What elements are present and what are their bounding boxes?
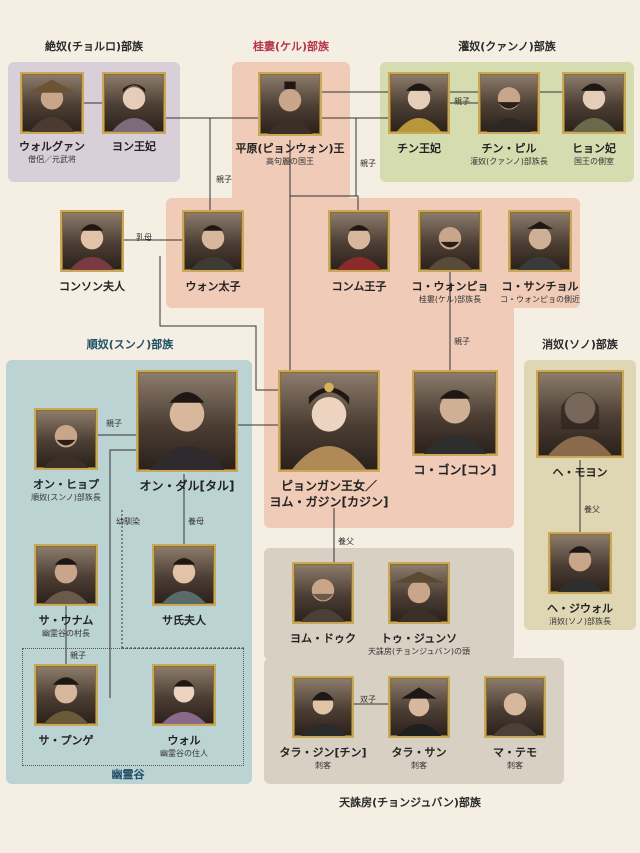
sub-pyeongwon: 高句麗の国王: [266, 157, 314, 166]
portrait-sa-buin: [152, 544, 216, 606]
sub-wol: 幽霊谷の住人: [160, 749, 208, 758]
portrait-sa-unam: [34, 544, 98, 606]
name-ma-temo: マ・テモ: [493, 746, 537, 759]
portrait-pyeongwon: [258, 72, 322, 136]
portrait-gongson: [60, 210, 124, 272]
relation-label: 養父: [338, 537, 354, 546]
name-go-geon: コ・ゴン[コン]: [413, 463, 497, 477]
sub-wolgwan: 僧侶／元武将: [28, 155, 76, 164]
name-he-jiwol: ヘ・ジウォル: [547, 602, 613, 615]
portrait-he-moyeon: [536, 370, 624, 458]
sub-go-wonpyo: 桂婁(ケル)部族長: [418, 295, 482, 304]
sub-ma-temo: 刺客: [507, 761, 523, 770]
yuryeonggok-title: 幽霊谷: [98, 766, 158, 782]
portrait-geonmu: [328, 210, 390, 272]
portrait-on-dal: [136, 370, 238, 472]
name-pyeonggang-2: ヨム・ガジン[カジン]: [269, 495, 389, 509]
portrait-jin-pil: [478, 72, 540, 134]
relation-label: 養父: [584, 505, 600, 514]
sunno-clan-title: 順奴(スンノ)部族: [86, 338, 174, 351]
portrait-go-wonpyo: [418, 210, 482, 272]
sub-tu-jungseo: 天誅房(チョンジュバン)の頭: [367, 647, 471, 656]
name-tara-jin: タラ・ジン[チン]: [279, 746, 367, 759]
portrait-go-sancheol: [508, 210, 572, 272]
name-yeom-deuk: ヨム・ドゥク: [290, 632, 356, 645]
name-pyeonggang-1: ピョンガン王女／: [280, 479, 378, 493]
sub-he-jiwol: 消奴(ソノ)部族長: [548, 617, 612, 626]
relation-label: 親子: [360, 159, 376, 168]
relation-label: 親子: [216, 175, 232, 184]
portrait-tara-jin: [292, 676, 354, 738]
name-go-sancheol: コ・サンチョル: [501, 280, 579, 293]
gwanno-clan-title: 灌奴(クァンノ)部族: [458, 40, 556, 53]
relation-label: 養母: [188, 517, 204, 526]
sub-hyeon: 国王の側室: [574, 157, 614, 166]
relation-label: 双子: [360, 695, 376, 704]
portrait-jin-consort: [388, 72, 450, 134]
relation-label: 親子: [454, 337, 470, 346]
portrait-tara-san: [388, 676, 450, 738]
sono-clan-title: 消奴(ソノ)部族: [542, 338, 618, 351]
name-jin-pil: チン・ピル: [481, 142, 537, 155]
relation-label: 親子: [454, 97, 470, 106]
relation-label: 幼馴染: [116, 517, 140, 526]
name-on-hyeop: オン・ヒョプ: [33, 478, 99, 491]
name-sa-punge: サ・プンゲ: [38, 734, 94, 747]
name-wol: ウォル: [167, 734, 201, 747]
sub-go-sancheol: コ・ウォンピョの側近: [500, 295, 580, 304]
portrait-yeom-deuk: [292, 562, 354, 624]
portrait-ma-temo: [484, 676, 546, 738]
relation-label: 乳母: [136, 233, 152, 242]
portrait-sa-punge: [34, 664, 98, 726]
sub-on-hyeop: 順奴(スンノ)部族長: [31, 493, 101, 502]
sub-sa-unam: 幽霊谷の村長: [42, 629, 90, 638]
relation-label: 親子: [70, 651, 86, 660]
jeolno-clan-title: 絶奴(チョルロ)部族: [44, 40, 144, 53]
name-tu-jungseo: トゥ・ジュンソ: [380, 632, 458, 645]
name-tara-san: タラ・サン: [391, 746, 447, 759]
name-he-moyeon: ヘ・モヨン: [552, 466, 608, 479]
name-on-dal: オン・ダル[タル]: [139, 479, 235, 493]
portrait-won: [182, 210, 244, 272]
relation-label: 親子: [106, 419, 122, 428]
portrait-go-geon: [412, 370, 498, 456]
portrait-tu-jungseo: [388, 562, 450, 624]
cheonjubang-clan-title: 天誅房(チョンジュバン)部族: [339, 796, 481, 809]
sub-tara-san: 刺客: [411, 761, 427, 770]
gyeru-clan-title: 桂婁(ケル)部族: [252, 40, 330, 53]
name-geonmu: コンム王子: [331, 280, 387, 293]
portrait-hyeon: [562, 72, 626, 134]
name-hyeon: ヒョン妃: [572, 142, 616, 155]
portrait-yeon: [102, 72, 166, 134]
portrait-on-hyeop: [34, 408, 98, 470]
sub-jin-pil: 灌奴(クァンノ)部族長: [470, 157, 548, 166]
name-sa-unam: サ・ウナム: [38, 614, 94, 627]
name-gongson: コンソン夫人: [59, 280, 125, 293]
portrait-wol: [152, 664, 216, 726]
name-wolgwan: ウォルグァン: [19, 140, 85, 153]
name-won: ウォン太子: [185, 280, 241, 293]
sub-tara-jin: 刺客: [315, 761, 331, 770]
yuryeonggok-region: [22, 648, 244, 766]
name-jin-consort: チン王妃: [397, 142, 441, 155]
name-sa-buin: サ氏夫人: [162, 614, 206, 627]
portrait-he-jiwol: [548, 532, 612, 594]
portrait-pyeonggang: [278, 370, 380, 472]
name-yeon: ヨン王妃: [112, 140, 156, 153]
name-pyeongwon: 平原(ピョンウォン)王: [235, 142, 345, 155]
portrait-wolgwan: [20, 72, 84, 134]
name-go-wonpyo: コ・ウォンピョ: [411, 280, 489, 293]
